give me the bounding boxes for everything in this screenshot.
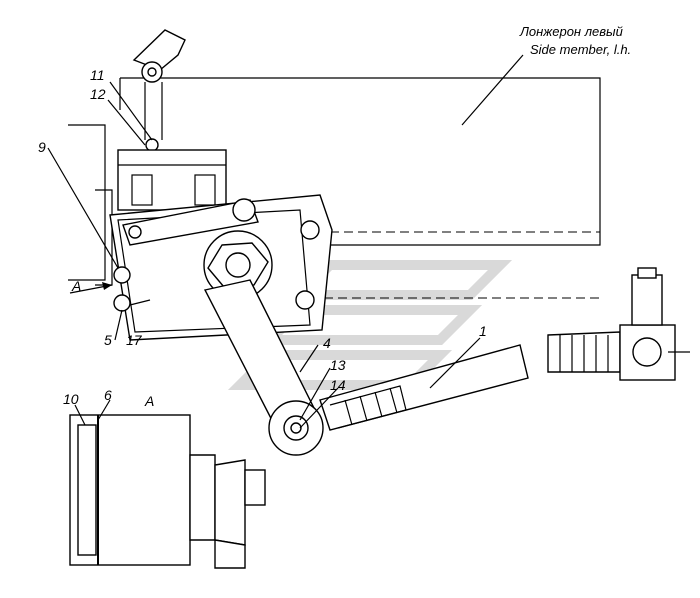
- steering-shaft: [132, 29, 186, 152]
- view-a-detail: [69, 414, 266, 569]
- callout-6: 6: [104, 387, 112, 403]
- view-marker-a: A: [71, 278, 81, 294]
- callout-17: 17: [126, 332, 143, 348]
- view-arrow: [69, 282, 113, 294]
- callout-11: 12: [90, 86, 106, 102]
- drag-link: [319, 344, 529, 431]
- callout-9: 9: [38, 139, 46, 155]
- callout-13: 13: [330, 357, 346, 373]
- leader-lines: [47, 81, 481, 429]
- callout-1: 1: [479, 323, 487, 339]
- callout-4: 4: [323, 335, 331, 351]
- caption-ru: Лонжерон левый: [519, 24, 623, 39]
- caption-en: Side member, l.h.: [530, 42, 631, 57]
- output-shaft-nut: [203, 230, 273, 300]
- callout-10: 11: [90, 67, 105, 83]
- callout-12: 10: [63, 391, 79, 407]
- callout-14: 14: [330, 377, 346, 393]
- caption-leader: [461, 54, 524, 126]
- view-title-a: A: [144, 393, 154, 409]
- pitman-arm: [203, 279, 324, 456]
- callout-5: 5: [104, 332, 112, 348]
- ball-joint-detail: [547, 267, 690, 381]
- bracket: [68, 124, 113, 286]
- side-member: [119, 77, 601, 299]
